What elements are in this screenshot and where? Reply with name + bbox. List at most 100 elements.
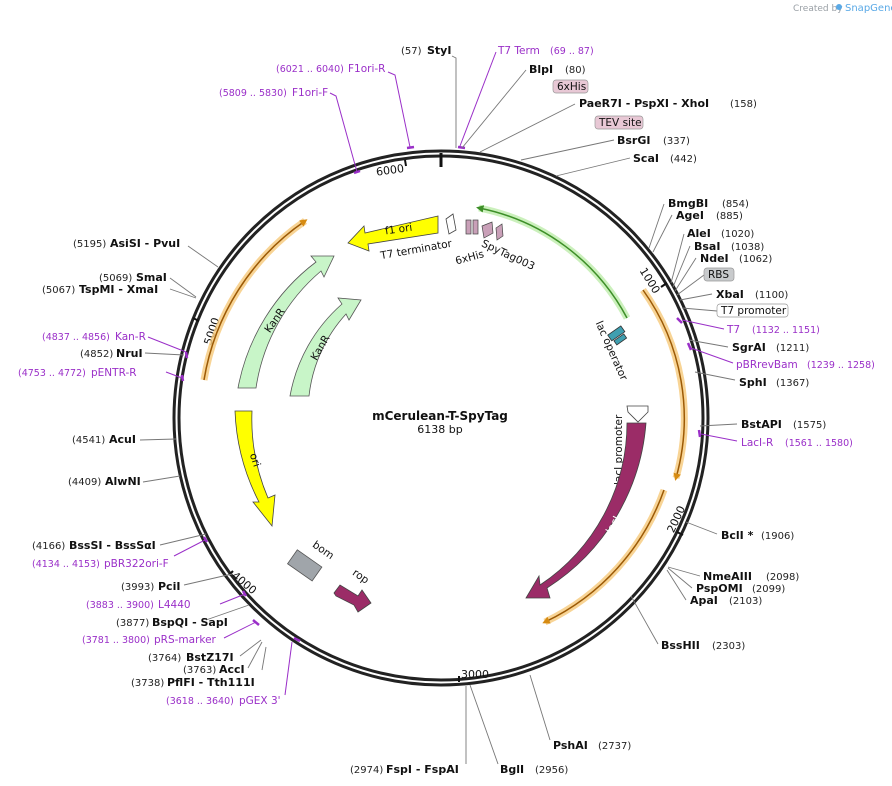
svg-text:AccI: AccI	[219, 663, 245, 676]
primer-t7term[interactable]: T7 Term (69 .. 87)	[459, 45, 594, 147]
svg-text:AgeI: AgeI	[676, 209, 704, 222]
primer-laci-r[interactable]: LacI-R (1561 .. 1580)	[700, 433, 853, 449]
svg-text:(3763): (3763)	[183, 665, 216, 676]
site-styi[interactable]: (57) StyI	[401, 44, 457, 148]
site-smai[interactable]: (5069) SmaI	[99, 271, 197, 298]
site-nrui[interactable]: (4852) NruI	[80, 347, 185, 360]
site-sphi[interactable]: SphI (1367)	[694, 371, 809, 389]
site-pspomi[interactable]: PspOMI (2099)	[667, 567, 785, 595]
svg-text:BssSI - BssSαI: BssSI - BssSαI	[69, 539, 156, 552]
svg-text:BstAPI: BstAPI	[741, 418, 782, 431]
site-nmeaiii[interactable]: NmeAIII (2098)	[667, 566, 799, 583]
site-xbai[interactable]: XbaI (1100)	[679, 288, 788, 301]
site-asisi[interactable]: (5195) AsiSI - PvuI	[73, 237, 219, 268]
svg-text:(3993): (3993)	[121, 582, 154, 593]
site-bsai[interactable]: BsaI (1038)	[672, 240, 764, 288]
svg-text:TspMI - XmaI: TspMI - XmaI	[79, 283, 158, 296]
primer-kan-r[interactable]: (4837 .. 4856) Kan-R	[42, 331, 187, 353]
site-pcii[interactable]: (3993) PciI	[121, 573, 233, 593]
site-tspmi[interactable]: (5067) TspMI - XmaI	[42, 283, 197, 299]
svg-text:BmgBI: BmgBI	[668, 197, 708, 210]
svg-text:(4753 .. 4772): (4753 .. 4772)	[18, 368, 86, 379]
site-bstapi[interactable]: BstAPI (1575)	[699, 418, 826, 431]
site-alei[interactable]: AleI (1020)	[670, 227, 754, 284]
svg-text:ApaI: ApaI	[690, 594, 718, 607]
credit-brand: SnapGene	[845, 3, 892, 14]
svg-text:(1367): (1367)	[776, 378, 809, 389]
svg-text:NdeI: NdeI	[700, 252, 729, 265]
box-tev[interactable]: TEV site	[594, 115, 644, 130]
primer-pentr-r[interactable]: (4753 .. 4772) pENTR-R	[18, 367, 183, 379]
svg-text:(6021 .. 6040): (6021 .. 6040)	[276, 64, 344, 75]
site-pshai[interactable]: PshAI (2737)	[529, 674, 631, 752]
site-agei[interactable]: AgeI (885)	[652, 209, 743, 253]
tick-6000: 6000	[375, 159, 407, 179]
primer-prs-marker[interactable]: (3781 .. 3800) pRS-marker	[82, 621, 257, 646]
site-ndei[interactable]: NdeI (1062)	[674, 252, 772, 292]
tick-3000: 3000	[458, 668, 489, 682]
primer-t7[interactable]: T7 (1132 .. 1151)	[681, 319, 820, 336]
svg-text:(4134 .. 4153): (4134 .. 4153)	[32, 559, 100, 570]
primer-pbrrevbam[interactable]: pBRrevBam (1239 .. 1258)	[690, 347, 875, 371]
site-alwni[interactable]: (4409) AlwNI	[68, 475, 181, 488]
svg-text:3000: 3000	[461, 668, 489, 681]
plasmid-size: 6138 bp	[417, 423, 462, 436]
svg-text:T7 terminator: T7 terminator	[379, 238, 454, 263]
svg-text:(5067): (5067)	[42, 285, 75, 296]
svg-text:AsiSI - PvuI: AsiSI - PvuI	[110, 237, 180, 250]
primer-f1ori-f[interactable]: (5809 .. 5830) F1ori-F	[219, 87, 358, 173]
svg-text:BssHII: BssHII	[661, 639, 700, 652]
site-bmgbi[interactable]: BmgBI (854)	[648, 197, 749, 249]
box-rbs[interactable]: RBS	[676, 267, 735, 296]
lac-operator-feature: lac operator	[593, 319, 630, 383]
svg-text:rop: rop	[350, 567, 371, 587]
svg-text:(4541): (4541)	[72, 435, 105, 446]
svg-text:(57): (57)	[401, 46, 422, 57]
svg-text:XbaI: XbaI	[716, 288, 744, 301]
site-blpi[interactable]: BlpI (80)	[461, 63, 586, 149]
site-fspi[interactable]: (2974) FspI - FspAI	[350, 686, 467, 776]
svg-text:(1132 .. 1151): (1132 .. 1151)	[752, 325, 820, 336]
primer-pgex3[interactable]: (3618 .. 3640) pGEX 3'	[166, 641, 293, 707]
site-acci[interactable]: (3763) AccI	[183, 641, 263, 676]
spytag-feature: SpyTag003	[480, 221, 537, 273]
svg-text:ori: ori	[247, 452, 263, 469]
svg-text:FspI - FspAI: FspI - FspAI	[386, 763, 459, 776]
site-bcli[interactable]: BclI * (1906)	[685, 521, 794, 542]
svg-text:PciI: PciI	[158, 580, 180, 593]
primer-l4440[interactable]: (3883 .. 3900) L4440	[86, 593, 246, 611]
svg-text:SphI: SphI	[739, 376, 767, 389]
site-pflfi[interactable]: (3738) PflFI - Tth111I	[131, 646, 267, 689]
svg-text:SpyTag003: SpyTag003	[480, 238, 537, 273]
site-scai[interactable]: ScaI (442)	[555, 152, 697, 177]
site-paer7i[interactable]: PaeR7I - PspXI - XhoI (158)	[479, 97, 757, 153]
site-bsrgi[interactable]: BsrGI (337)	[520, 134, 690, 161]
orf-arc-2-line	[542, 489, 665, 624]
svg-text:lac operator: lac operator	[593, 319, 630, 383]
svg-text:(1038): (1038)	[731, 242, 764, 253]
svg-text:AleI: AleI	[687, 227, 711, 240]
site-sgrai[interactable]: SgrAI (1211)	[688, 339, 809, 354]
site-bsssi[interactable]: (4166) BssSI - BssSαI	[32, 533, 207, 552]
svg-text:(1062): (1062)	[739, 254, 772, 265]
box-t7-promoter[interactable]: T7 promoter	[681, 303, 789, 318]
svg-text:6xHis: 6xHis	[454, 248, 485, 267]
svg-text:F1ori-R: F1ori-R	[348, 63, 385, 75]
site-bstz17i[interactable]: (3764) BstZ17I	[148, 639, 262, 664]
site-bgli[interactable]: BglI (2956)	[469, 684, 568, 776]
svg-text:(1561 .. 1580): (1561 .. 1580)	[785, 438, 853, 449]
svg-text:PflFI - Tth111I: PflFI - Tth111I	[167, 676, 255, 689]
svg-text:(5069): (5069)	[99, 273, 132, 284]
primer-pbr322ori-f[interactable]: (4134 .. 4153) pBR322ori-F	[32, 539, 206, 570]
svg-text:BspQI - SapI: BspQI - SapI	[152, 616, 228, 629]
box-his6[interactable]: 6xHis	[552, 79, 589, 94]
primer-f1ori-r[interactable]: (6021 .. 6040) F1ori-R	[276, 63, 411, 148]
svg-text:6000: 6000	[375, 162, 405, 179]
svg-text:TEV site: TEV site	[598, 117, 642, 129]
site-bspqi[interactable]: (3877) BspQI - SapI	[116, 604, 250, 629]
svg-text:LacI-R: LacI-R	[741, 437, 773, 449]
site-bsshii[interactable]: BssHII (2303)	[630, 595, 745, 652]
site-apai[interactable]: ApaI (2103)	[666, 569, 762, 607]
svg-text:T7 promoter: T7 promoter	[720, 305, 787, 317]
site-acui[interactable]: (4541) AcuI	[72, 433, 177, 446]
